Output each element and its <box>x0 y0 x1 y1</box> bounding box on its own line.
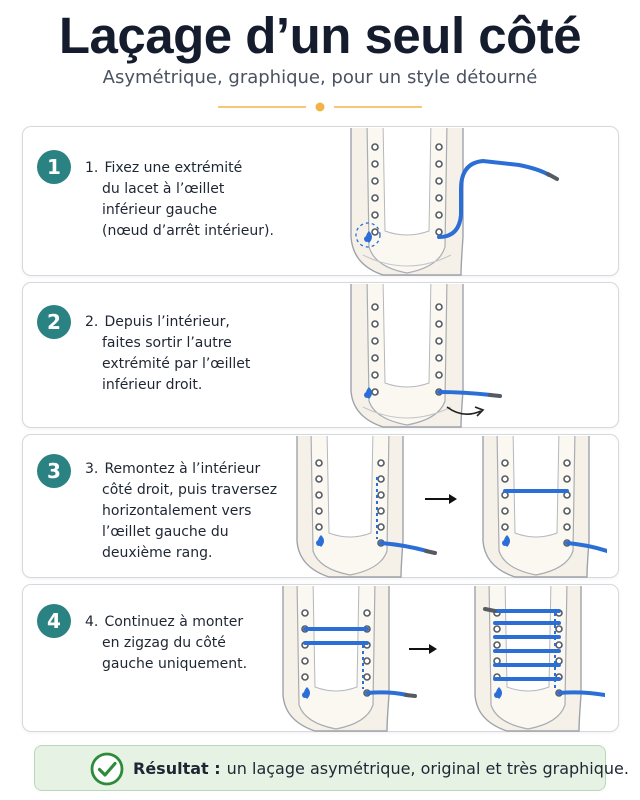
step-text-1: 1. Fixez une extrémité du lacet à l’œill… <box>85 160 274 239</box>
step-card-2: 2 2. Depuis l’intérieur, faites sortir l… <box>22 282 619 428</box>
step-badge-3: 3 <box>37 454 71 488</box>
step-4-illustration <box>282 586 605 732</box>
step-text-2: 2. Depuis l’intérieur, faites sortir l’a… <box>85 314 251 393</box>
page-subtitle: Asymétrique, graphique, pour un style dé… <box>102 67 538 88</box>
step-text-4: 4. Continuez à monter en zigzag du côté … <box>85 614 248 672</box>
step-card-4: 4 4. Continuez à monter en zigzag du côt… <box>22 584 619 732</box>
page-title: Laçage d’un seul côté <box>58 7 582 64</box>
step-badge-4: 4 <box>37 604 71 638</box>
step-2-illustration <box>350 284 502 428</box>
step-3-illustration <box>296 436 607 578</box>
step-card-1: 1 1. Fixez une extrémité du lacet à l’œi… <box>22 126 619 276</box>
check-circle-icon <box>90 752 124 786</box>
title-divider <box>218 102 422 112</box>
result-label: Résultat : <box>133 759 221 778</box>
step-text-3: 3. Remontez à l’intérieur côté droit, pu… <box>85 461 278 561</box>
step-badge-1: 1 <box>37 150 71 184</box>
result-description: un laçage asymétrique, original et très … <box>226 759 629 778</box>
result-text: Résultat : un laçage asymétrique, origina… <box>133 759 629 778</box>
result-banner: Résultat : un laçage asymétrique, origina… <box>34 745 629 791</box>
step-card-3: 3 3. Remontez à l’intérieur côté droit, … <box>22 434 619 578</box>
step-1-illustration <box>350 128 559 276</box>
step-badge-2: 2 <box>37 305 71 339</box>
